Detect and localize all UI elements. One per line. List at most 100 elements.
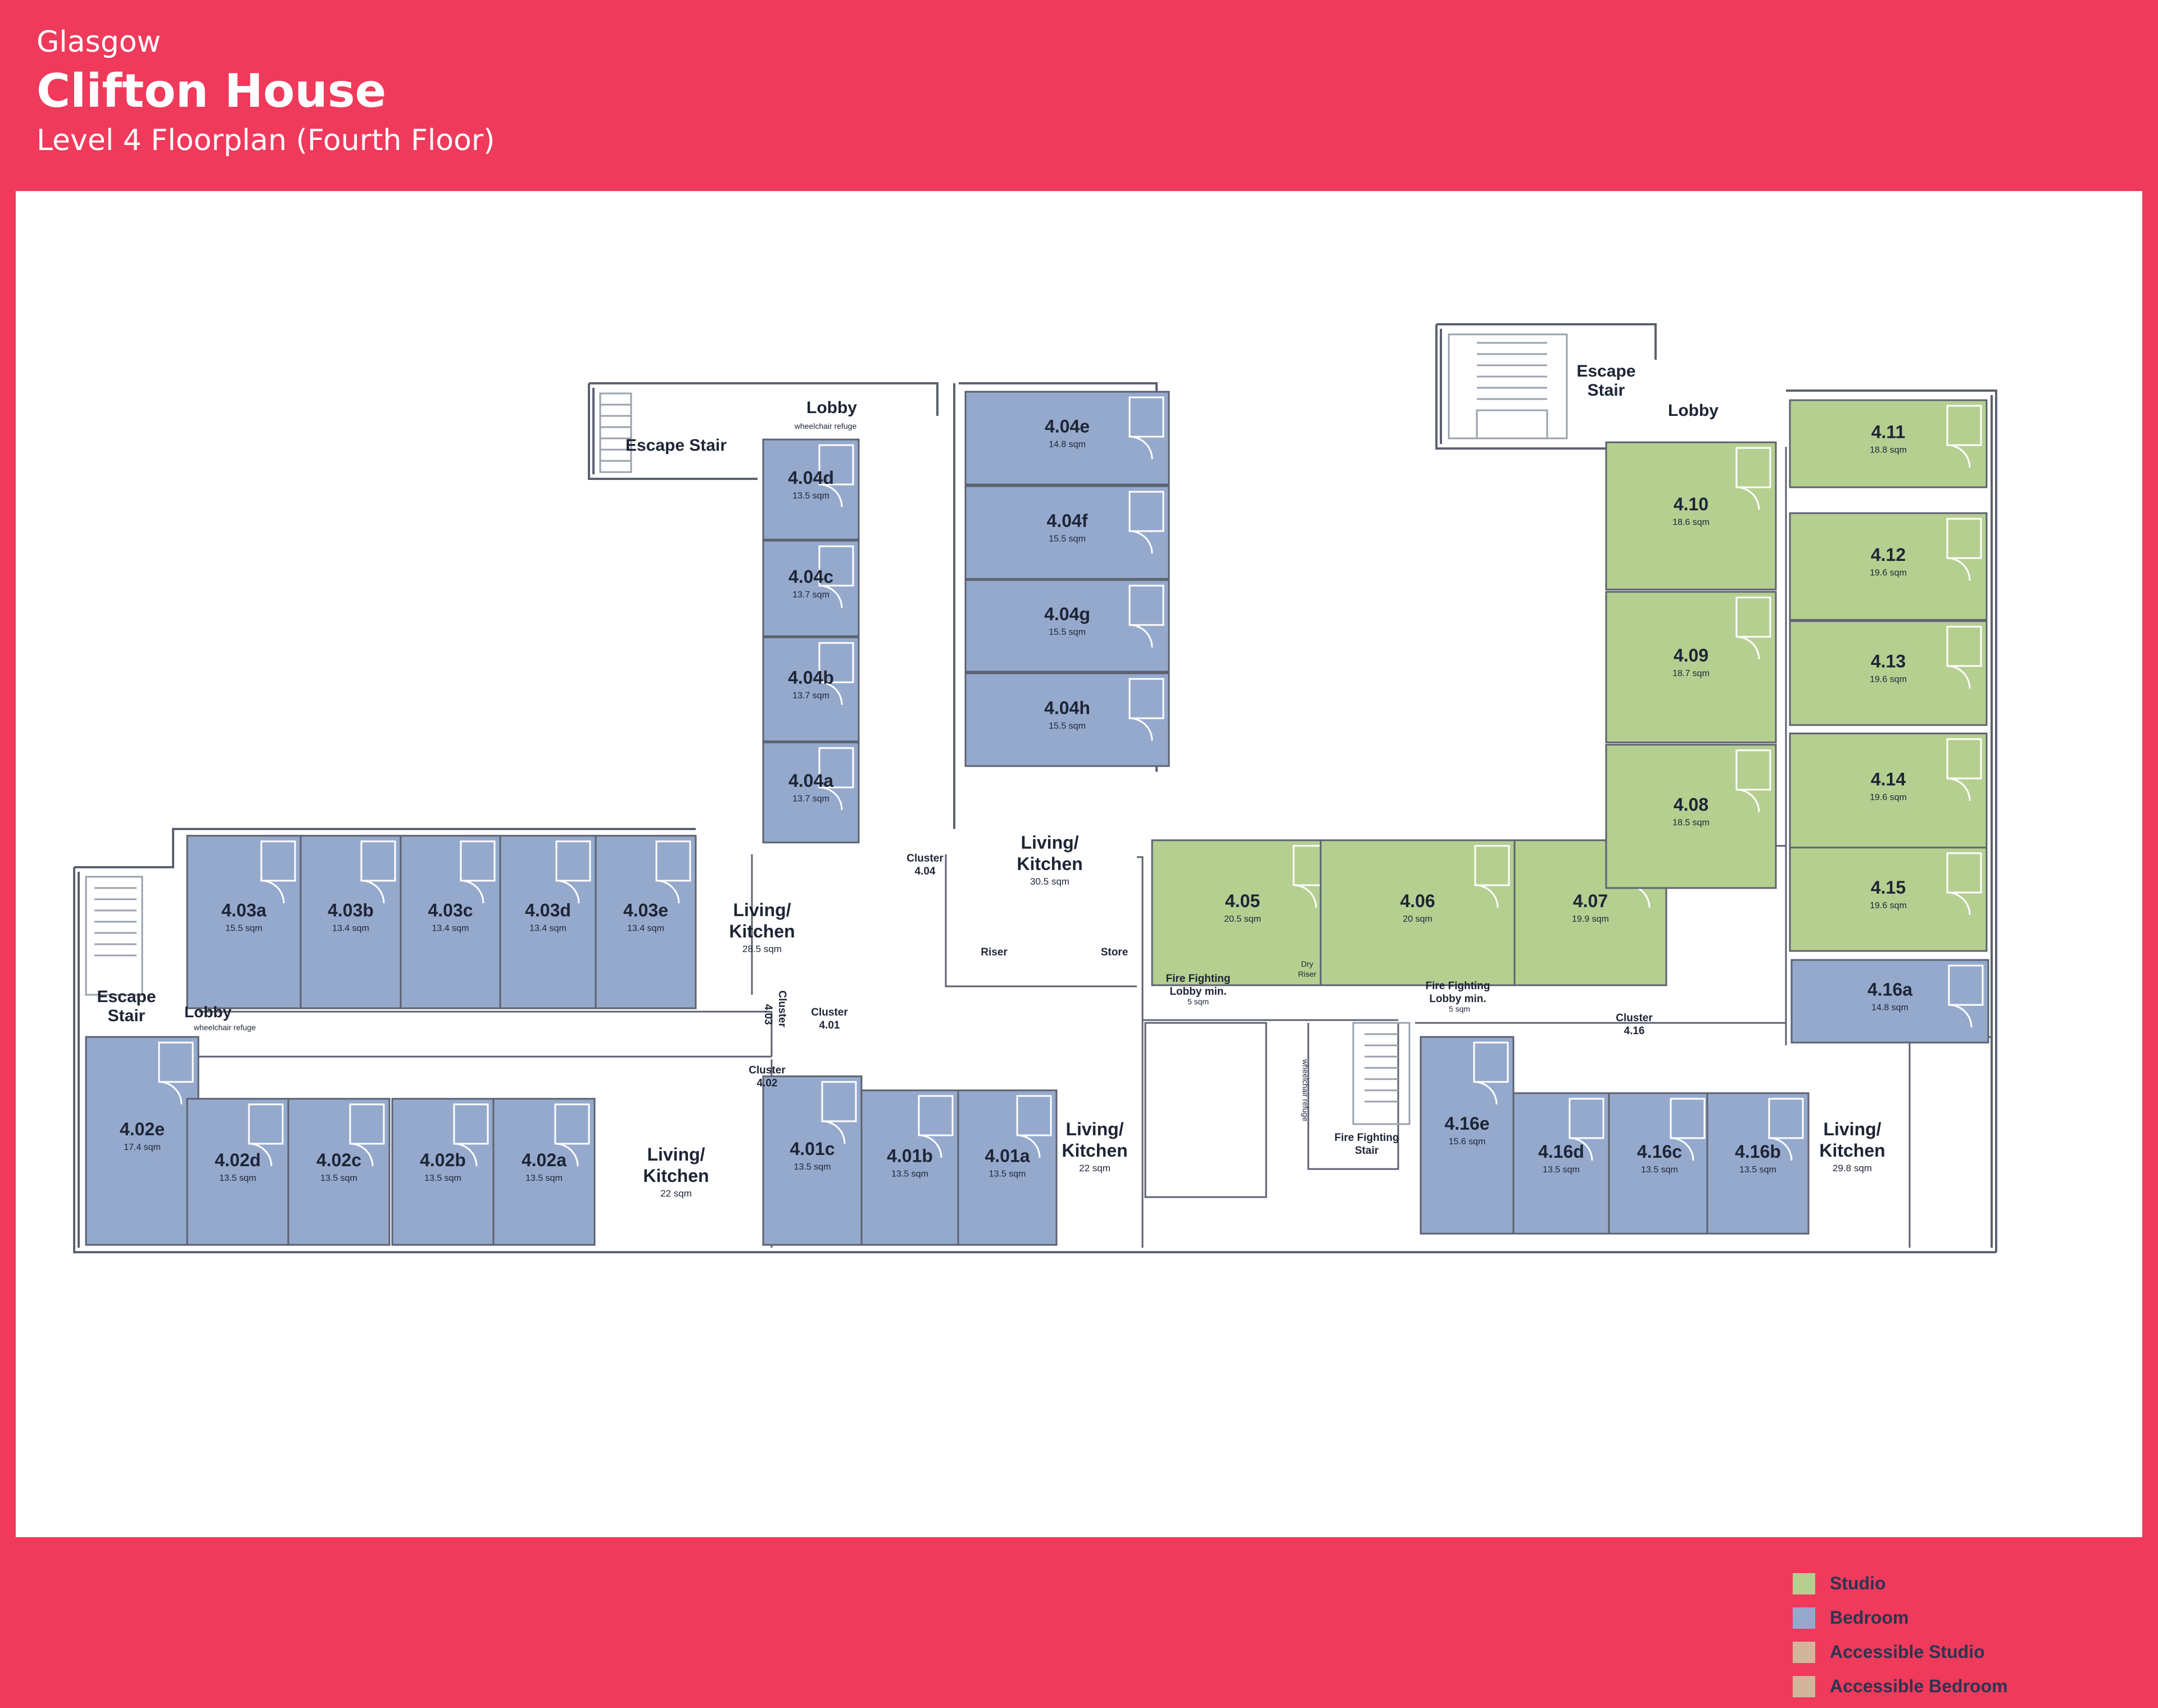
plan-label: Lobby [1668,401,1719,420]
room-number: 4.07 [1573,891,1608,911]
bedroom-room-fill [762,741,860,844]
door-swing [1293,884,1317,908]
ensuite-outline [821,1081,857,1122]
plan-label: Cluster [1616,1012,1653,1024]
room-area: 13.5 sqm [525,1174,563,1183]
kitchen-label: Living/ [733,900,791,920]
room-number: 4.03b [328,900,374,921]
door-swing [1475,884,1499,908]
door-swing [454,1143,478,1167]
door-swing [460,880,484,904]
room-area: 18.5 sqm [1672,818,1710,828]
stair-symbols [85,333,1568,1125]
room-area: 13.4 sqm [529,924,566,934]
plan-label: Store [1101,946,1128,958]
kitchen-label: Living/ [1823,1119,1881,1139]
kitchen-area: 22 sqm [660,1188,692,1199]
plan-label: Fire Fighting [1425,980,1490,992]
room-area: 18.6 sqm [1672,518,1710,527]
room-area: 19.6 sqm [1870,568,1907,578]
ensuite-outline [360,840,396,882]
room-number: 4.08 [1674,795,1708,815]
ensuite-outline [918,1095,954,1136]
door-swing [822,1120,846,1144]
plan-label: Dry [1301,959,1313,968]
plan-label: Fire Fighting [1334,1132,1399,1144]
ensuite-outline [1946,852,1982,894]
room-area: 13.5 sqm [1739,1165,1776,1175]
plan-label: Cluster [906,853,944,864]
bedroom-room-fill [762,540,860,637]
room-area: 13.5 sqm [989,1170,1026,1179]
room-area: 15.5 sqm [1049,534,1086,544]
door-swing [1947,557,1971,581]
room-number: 4.14 [1871,769,1906,790]
plan-label: wheelchair refuge [794,422,857,431]
room-number: 4.03c [428,900,473,921]
floor-subtitle: Level 4 Floorplan (Fourth Floor) [37,124,495,157]
studio-room-fill [1789,846,1988,952]
plan-label: Lobby [184,1003,232,1021]
door-swing [1017,1134,1041,1158]
room-area: 13.5 sqm [1641,1165,1678,1175]
room-area: 13.5 sqm [1543,1165,1580,1175]
room-number: 4.02e [120,1119,165,1139]
room-number: 4.04f [1047,511,1088,531]
header: Glasgow Clifton House Level 4 Floorplan … [0,0,2158,191]
bedroom-room-fill [1420,1036,1515,1235]
bedroom-room-fill [186,1098,289,1246]
door-swing [819,585,843,609]
building-title: Clifton House [37,65,387,118]
ensuite-outline [1473,1041,1509,1083]
door-swing [1670,1137,1694,1161]
room-number: 4.01b [887,1146,933,1166]
ensuite-outline [1128,491,1164,532]
room-number: 4.04g [1044,604,1090,624]
ensuite-outline [818,444,854,486]
ensuite-outline [248,1103,284,1145]
ensuite-outline [1735,749,1771,791]
ensuite-outline [1568,1098,1604,1139]
door-swing [1769,1137,1793,1161]
ensuite-outline [1128,396,1164,438]
kitchen-area: 22 sqm [1079,1163,1110,1174]
room-number: 4.02a [522,1150,566,1170]
plan-label: 4.01 [819,1020,840,1031]
plan-label: Riser [1298,969,1317,978]
room-area: 18.8 sqm [1870,446,1907,455]
door-swing [1736,789,1760,813]
room-area: 13.5 sqm [219,1174,256,1183]
door-swing [1129,530,1153,554]
room-number: 4.16a [1867,980,1912,1000]
plan-label: Stair [108,1007,146,1025]
room-area: 19.9 sqm [1572,914,1609,924]
bedroom-room-fill [400,835,501,1009]
door-swing [158,1081,183,1105]
ensuite-outline [453,1103,489,1145]
plan-label: Lobby min. [1169,986,1226,998]
kitchen-area: 29.8 sqm [1833,1163,1872,1174]
bedroom-room-fill [1706,1092,1810,1235]
room-number: 4.16e [1444,1113,1489,1134]
room-number: 4.16c [1637,1141,1682,1162]
bedroom-swatch [1793,1607,1815,1629]
room-number: 4.03a [221,900,266,921]
kitchen-label: Kitchen [1819,1140,1885,1161]
room-number: 4.16b [1735,1141,1781,1162]
plan-label: Cluster [811,1007,848,1018]
plan-label: Escape Stair [625,436,727,455]
room-area: 19.6 sqm [1870,901,1907,910]
ensuite-outline [1946,738,1982,780]
bedroom-room-fill [186,835,302,1009]
studio-room-fill [1789,399,1988,488]
